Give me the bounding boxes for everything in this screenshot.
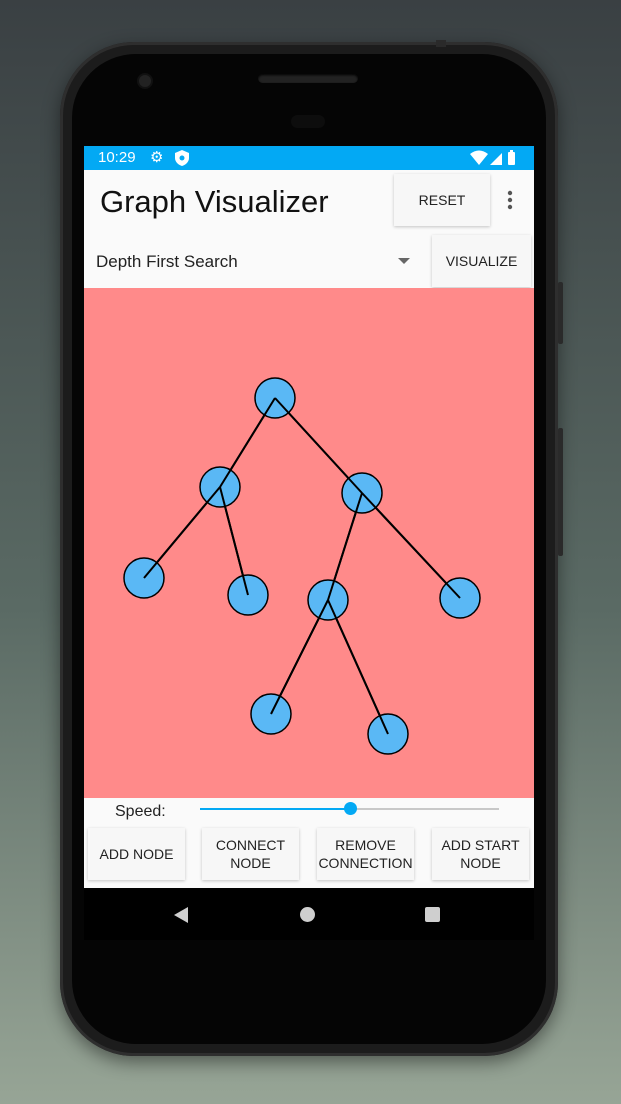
action-row: ADD NODE CONNECT NODE REMOVE CONNECTION …: [84, 828, 534, 888]
graph-edge-overlay: [274, 397, 363, 494]
home-icon[interactable]: [300, 907, 315, 922]
algorithm-dropdown[interactable]: Depth First Search: [96, 234, 416, 288]
shield-icon: [175, 150, 189, 171]
speed-slider[interactable]: [200, 802, 499, 815]
graph-edge-overlay: [143, 486, 221, 579]
visualize-button[interactable]: VISUALIZE: [432, 235, 531, 287]
proximity-sensor: [291, 115, 325, 128]
app-bar: Graph Visualizer RESET: [84, 170, 534, 232]
graph-edge-overlay: [270, 599, 329, 715]
status-time: 10:29: [98, 149, 136, 166]
back-icon[interactable]: [174, 907, 188, 923]
system-nav-bar: [84, 888, 534, 940]
algorithm-selected-value: Depth First Search: [96, 252, 238, 271]
more-vert-icon[interactable]: [504, 190, 516, 215]
earpiece-speaker: [258, 74, 358, 83]
graph-edge-overlay: [327, 492, 363, 601]
power-button: [558, 428, 563, 556]
status-indicators: [470, 150, 518, 171]
control-row: Depth First Search VISUALIZE: [84, 234, 534, 288]
phone-top-notch: [436, 40, 446, 47]
app-title: Graph Visualizer: [100, 184, 329, 219]
signal-icon: [490, 153, 502, 165]
gear-icon: ⚙: [150, 149, 164, 166]
reset-button[interactable]: RESET: [394, 174, 490, 226]
graph-edge-overlay: [327, 599, 389, 735]
graph-edge-overlay: [361, 492, 461, 599]
front-camera: [139, 75, 151, 87]
remove-connection-button[interactable]: REMOVE CONNECTION: [317, 828, 414, 880]
status-bar: 10:29 ⚙: [84, 146, 534, 170]
add-node-button[interactable]: ADD NODE: [88, 828, 185, 880]
wifi-icon: [470, 150, 488, 165]
connect-node-button[interactable]: CONNECT NODE: [202, 828, 299, 880]
volume-button: [558, 282, 563, 344]
speed-row: Speed:: [84, 798, 534, 828]
graph-svg: [123, 377, 481, 755]
speed-slider-thumb[interactable]: [343, 802, 357, 815]
battery-icon: [508, 150, 515, 165]
speed-label: Speed:: [115, 803, 166, 820]
graph-edge-overlay: [219, 397, 276, 488]
app-screen: 10:29 ⚙ Graph Visualizer RESET Depth Fir…: [84, 146, 534, 888]
graph-edge-overlay: [219, 486, 249, 596]
graph-canvas[interactable]: [84, 288, 534, 798]
dropdown-arrow-icon: [398, 258, 410, 264]
recent-apps-icon[interactable]: [425, 907, 440, 922]
speed-slider-fill: [200, 808, 350, 810]
add-start-node-button[interactable]: ADD START NODE: [432, 828, 529, 880]
